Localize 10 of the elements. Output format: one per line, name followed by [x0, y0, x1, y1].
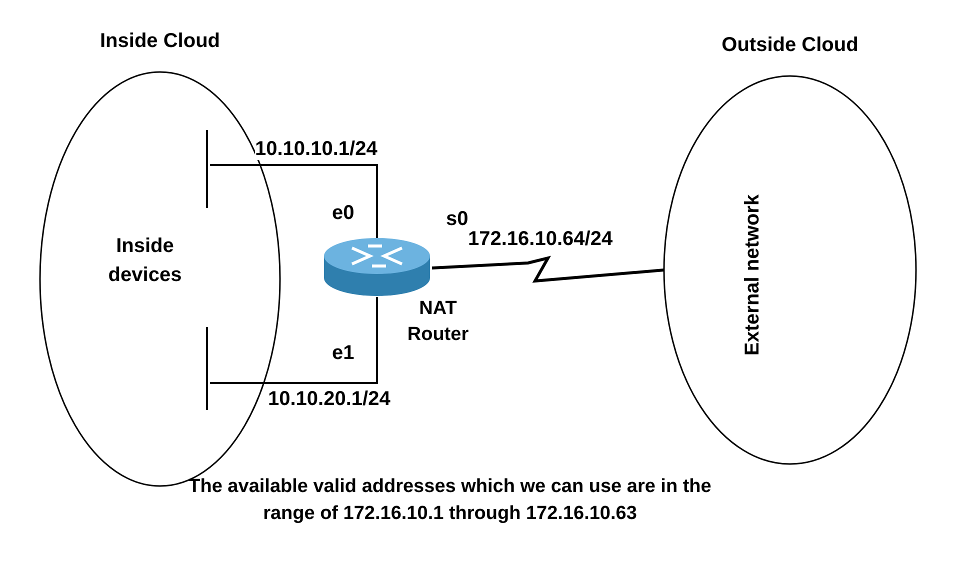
- cloud-heading: Inside Cloud: [99, 30, 221, 53]
- network-label: External network: [742, 194, 764, 356]
- ethernet-link: [210, 164, 378, 238]
- edge-label: 10.10.10.1/24: [255, 138, 378, 160]
- serial-link: [432, 256, 664, 283]
- device-name: NAT Router: [406, 297, 470, 347]
- device-label: Inside devices: [107, 234, 183, 288]
- cloud-heading: Outside Cloud: [720, 34, 860, 57]
- ethernet-link: [210, 297, 378, 384]
- caption: The available valid addresses which we can use are in the range of 172.16.10.1 through 172.16.10.63: [188, 475, 712, 526]
